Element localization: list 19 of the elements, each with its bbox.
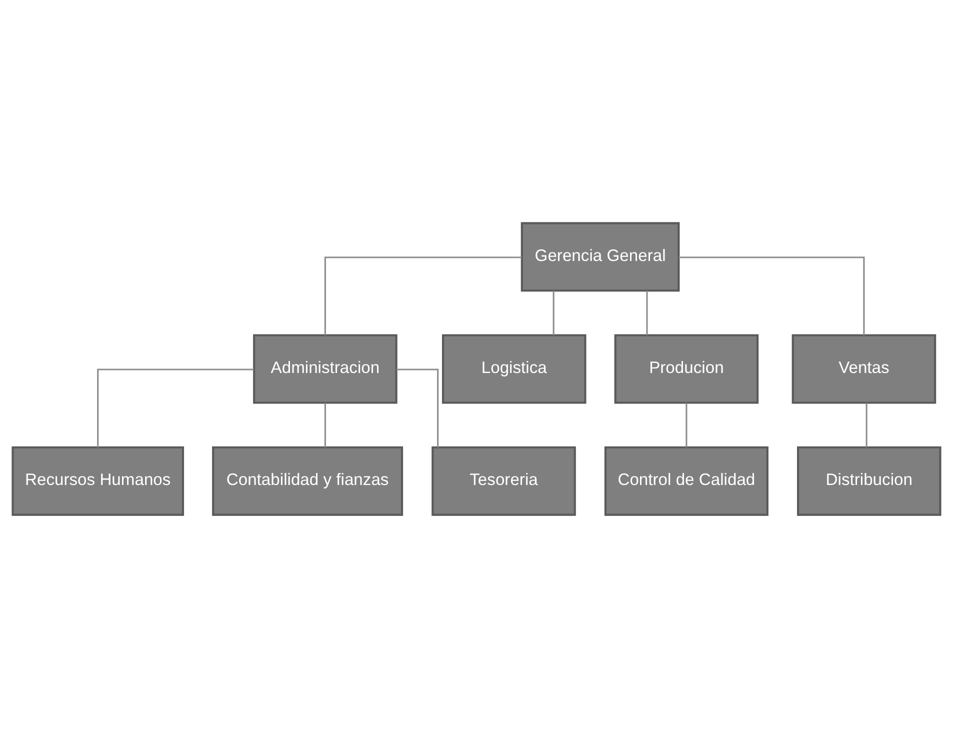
connector: [324, 402, 326, 448]
node-box: Administracion: [253, 334, 398, 404]
node-box: Ventas: [792, 334, 936, 404]
connector: [97, 368, 254, 448]
node-box: Tesoreria: [432, 446, 576, 516]
connector: [552, 290, 554, 336]
node-box: Distribucion: [797, 446, 942, 516]
node-box: Gerencia General: [520, 222, 680, 292]
node-box: Recursos Humanos: [12, 446, 184, 516]
node-box: Contabilidad y fianzas: [212, 446, 404, 516]
node-box: Producion: [614, 334, 759, 404]
connector: [646, 290, 648, 336]
node-box: Logistica: [442, 334, 586, 404]
connector: [686, 402, 688, 448]
connector: [678, 256, 865, 336]
node-box: Control de Calidad: [604, 446, 768, 516]
connector: [324, 256, 522, 336]
connector: [396, 368, 439, 448]
connector: [866, 402, 868, 448]
